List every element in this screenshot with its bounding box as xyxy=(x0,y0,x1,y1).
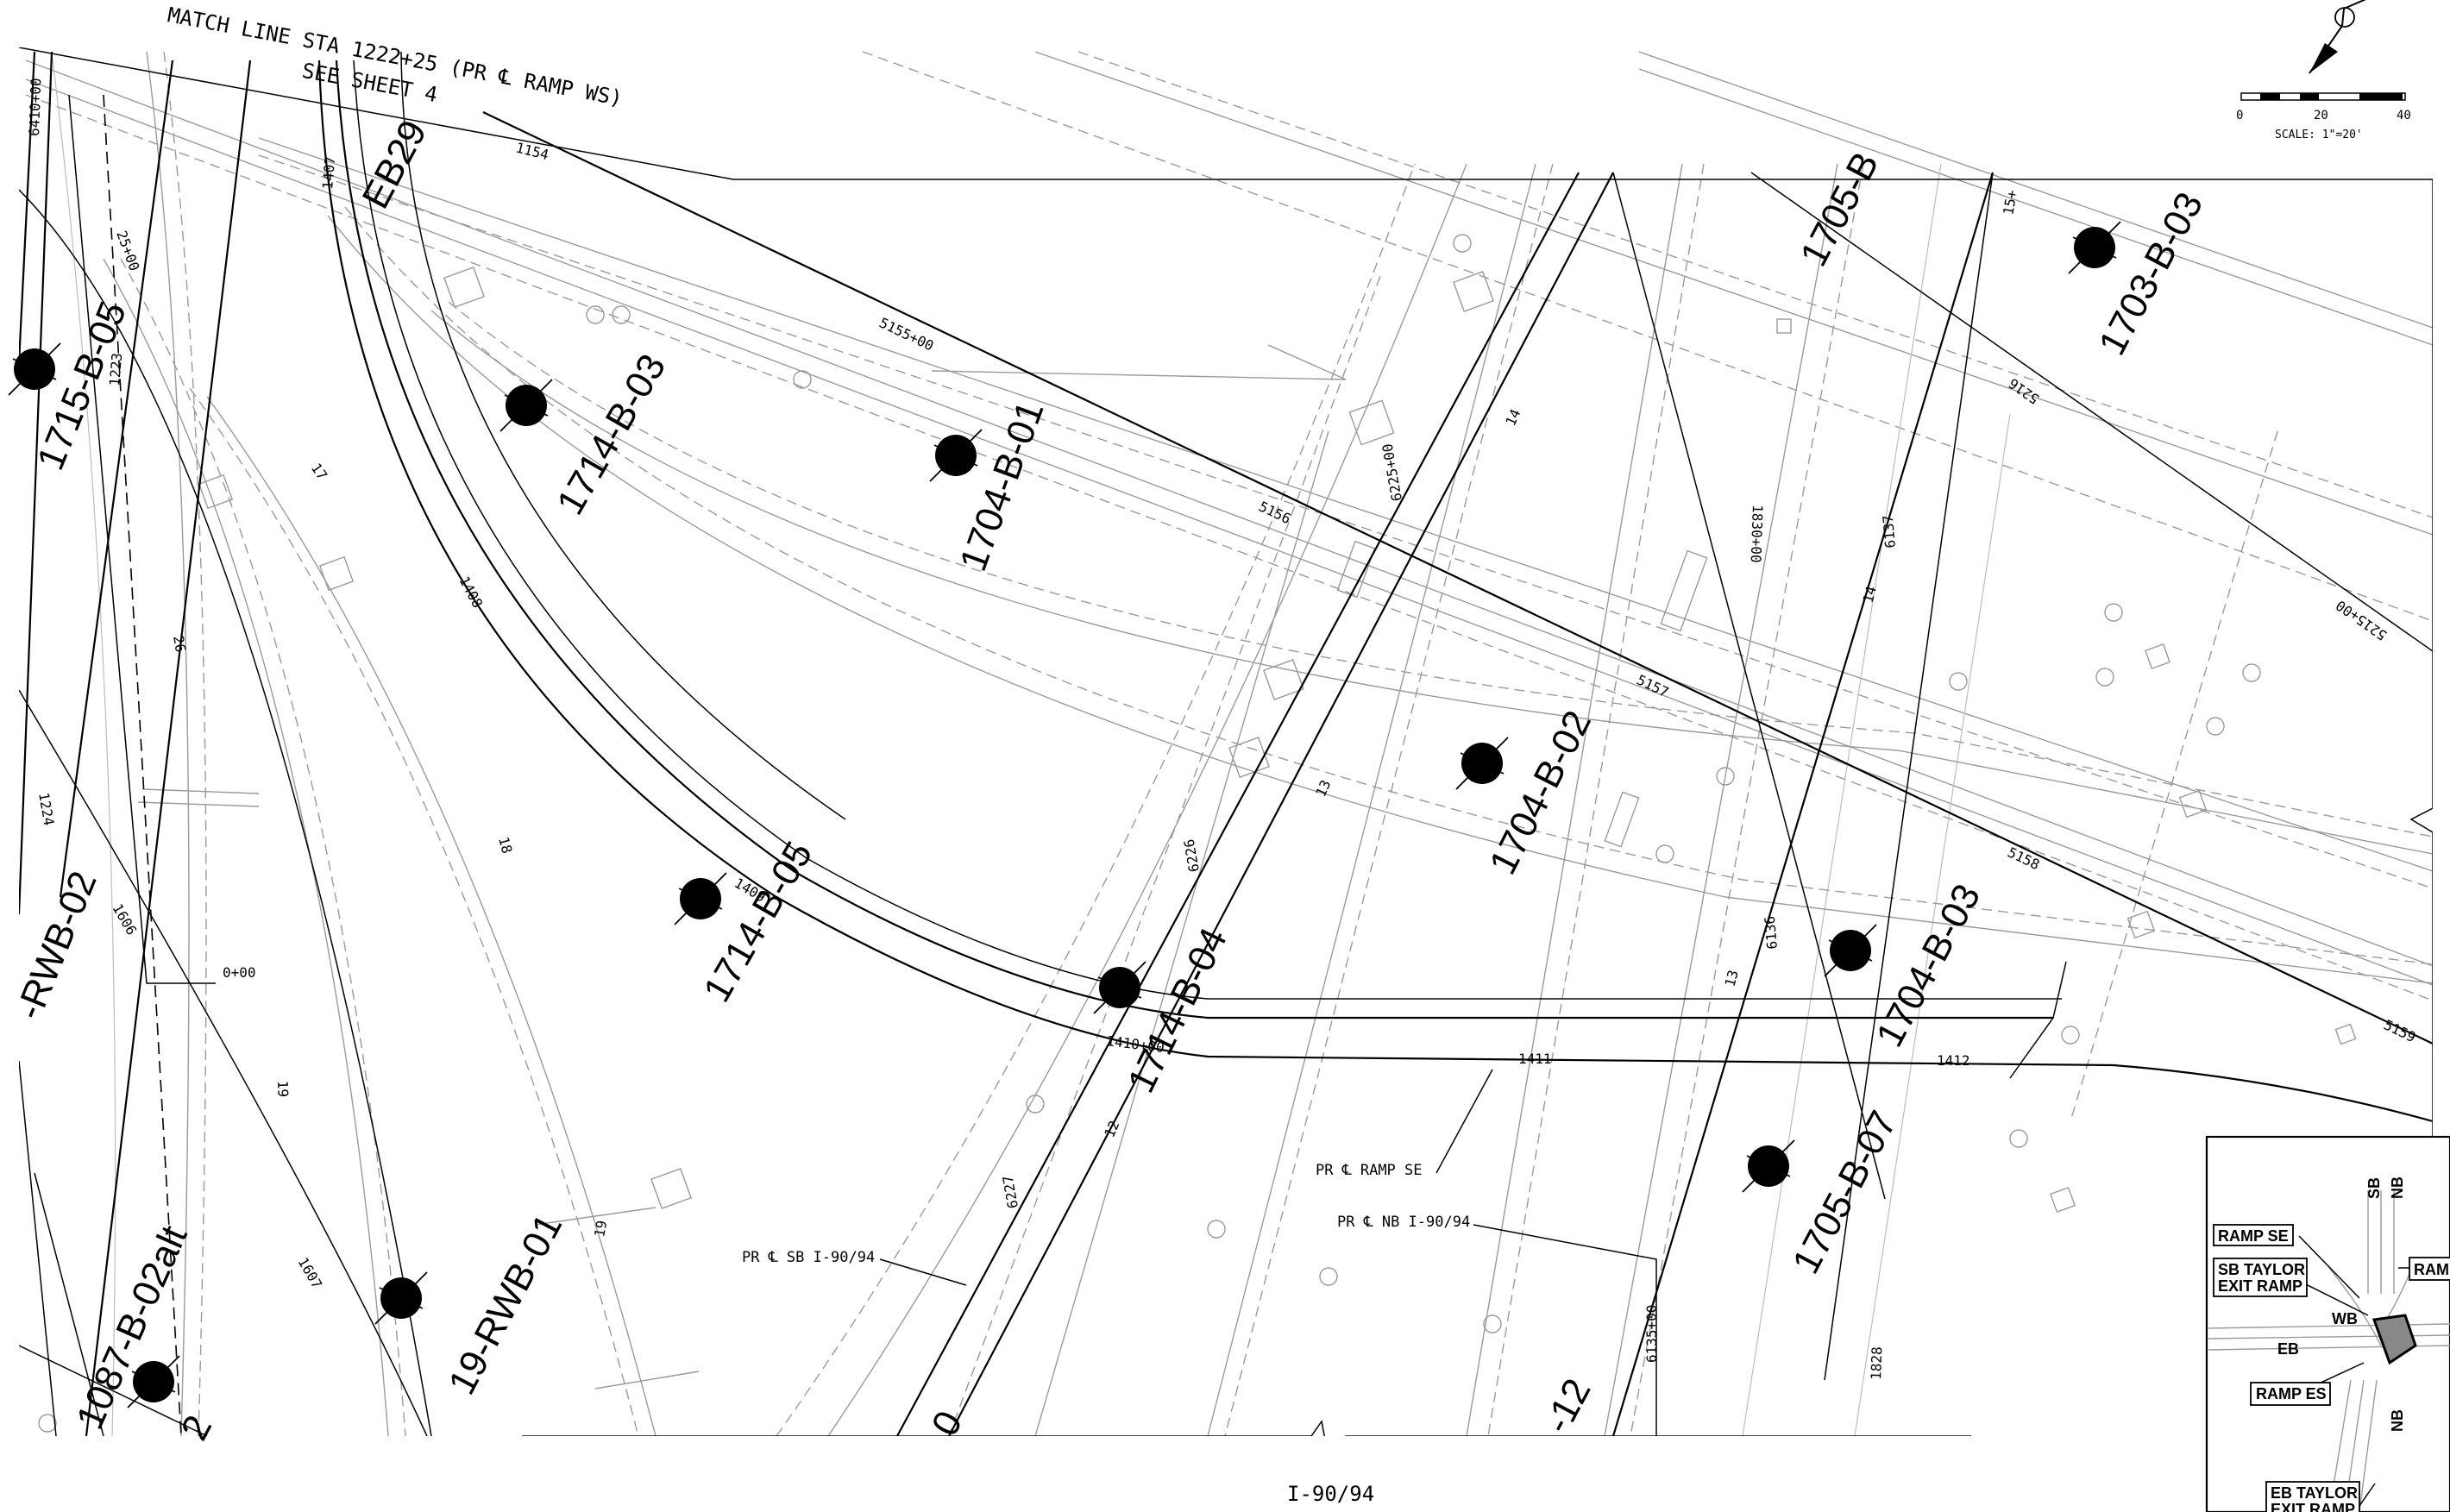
sta-1828: 1828 xyxy=(1868,1346,1885,1380)
match-line-note: MATCH LINE STA 1222+25 (PR ℄ RAMP WS) SE… xyxy=(166,3,625,110)
sta-17: 17 xyxy=(308,460,331,483)
sta-1607: 1607 xyxy=(295,1255,326,1292)
sta-12: 12 xyxy=(1101,1118,1122,1139)
inset-sb-taylor: SB TAYLOR xyxy=(2218,1261,2305,1278)
boring-19-rwb-01: 19-RWB-01 xyxy=(374,1207,571,1402)
boring-label: 1714-B-05 xyxy=(695,835,820,1009)
boring-dot xyxy=(935,435,977,476)
sta-15: 15+ xyxy=(2000,189,2020,216)
north-arrow-icon xyxy=(2309,0,2366,74)
scale-bar: 0 20 40 SCALE: 1"=20' xyxy=(2236,92,2411,141)
boring-1704-b-03: 1704-B-03 xyxy=(1824,877,1989,1054)
b1705-label-partial: 1705-B xyxy=(1793,145,1888,273)
sta-1606: 1606 xyxy=(110,901,141,938)
inset-sb: SB xyxy=(2365,1177,2383,1199)
sta-1412: 1412 xyxy=(1937,1052,1970,1069)
boring-dot xyxy=(14,348,55,390)
label-2-partial: 2 xyxy=(173,1408,221,1447)
boring-1087-b-02alt: 1087-B-02alt xyxy=(68,1220,195,1435)
boring-1705-b-07: 1705-B-07 xyxy=(1742,1104,1906,1281)
boring-dot xyxy=(506,385,547,426)
callout-nb-i9094: PR ℄ NB I-90/94 xyxy=(1337,1214,1470,1231)
inset-eb-exit: EXIT RAMP xyxy=(2271,1501,2355,1512)
inset-ramp-partial: RAMP xyxy=(2414,1261,2450,1278)
sta-1830: 1830+00 xyxy=(1748,505,1766,563)
sta-19b: 19 xyxy=(591,1219,610,1238)
boring-label: 1705-B-07 xyxy=(1785,1104,1906,1280)
boring-label: 1703-B-03 xyxy=(2091,185,2212,361)
sta-6137: 6137 xyxy=(1880,514,1899,549)
sta-0: 0+00 xyxy=(223,964,256,981)
inset-wb: WB xyxy=(2332,1310,2358,1327)
scale-label: SCALE: 1"=20' xyxy=(2275,129,2363,141)
sta-1407: 1407 xyxy=(319,155,338,190)
sta-6227: 6227 xyxy=(1000,1174,1021,1209)
sta-1223: 1223 xyxy=(106,352,125,386)
sta-6410: 6410+00 xyxy=(26,78,44,136)
roadway-label: I-90/94 xyxy=(1287,1482,1374,1506)
inset-ramp-se: RAMP SE xyxy=(2218,1227,2289,1245)
boring-dot xyxy=(1748,1145,1789,1187)
rwb02-label-partial: -RWB-02 xyxy=(8,865,105,1025)
boring-label: 1704-B-02 xyxy=(1481,704,1599,881)
inset-eb-taylor: EB TAYLOR xyxy=(2271,1484,2358,1502)
boring-label: 1704-B-01 xyxy=(952,396,1052,577)
sta-5159: 5159 xyxy=(2381,1016,2418,1045)
sta-6226: 6226 xyxy=(1181,838,1203,873)
boring-dot xyxy=(133,1361,174,1402)
sta-26: 26 xyxy=(170,634,189,653)
sta-6136: 6136 xyxy=(1762,915,1781,950)
boring-1704-b-02: 1704-B-02 xyxy=(1455,704,1599,881)
boring-label: 1704-B-03 xyxy=(1869,877,1989,1053)
label-12-partial: -12 xyxy=(1536,1372,1599,1440)
boring-label: 19-RWB-01 xyxy=(441,1207,571,1401)
eb-label-partial: EB29 xyxy=(355,114,436,216)
sta-6135: 6135+00 xyxy=(1643,1305,1660,1363)
sta-14b: 14 xyxy=(1860,585,1880,605)
sta-5215: 5215+00 xyxy=(2333,597,2390,643)
sta-5216: 5216 xyxy=(2006,375,2042,408)
sta-5155: 5155+00 xyxy=(876,314,936,354)
sta-6225: 6225+00 xyxy=(1379,442,1405,503)
sta-13b: 13 xyxy=(1722,969,1742,989)
boring-1704-b-01: 1704-B-01 xyxy=(929,396,1052,577)
boring-1714-b-05: 1714-B-05 xyxy=(674,835,820,1009)
boring-dot xyxy=(680,878,721,919)
key-map-inset: RAMP SE SB TAYLOR EXIT RAMP RAMP WB EB S… xyxy=(2205,1135,2450,1512)
design-linework xyxy=(19,47,2433,1436)
sta-25: 25+00 xyxy=(113,229,142,273)
callouts: PR ℄ RAMP SE PR ℄ NB I-90/94 PR ℄ SB I-9… xyxy=(742,1162,1470,1266)
boring-dot xyxy=(1461,743,1503,784)
boring-dot xyxy=(2074,227,2115,268)
sta-5157: 5157 xyxy=(1634,671,1671,700)
sta-1411: 1411 xyxy=(1518,1051,1552,1067)
boring-1714-b-04: 1714-B-04 xyxy=(1093,921,1235,1099)
boring-dot xyxy=(1830,930,1871,971)
inset-eb: EB xyxy=(2277,1340,2299,1358)
callout-sb-i9094: PR ℄ SB I-90/94 xyxy=(742,1249,875,1266)
boring-dot xyxy=(380,1277,422,1319)
sta-1408: 1408 xyxy=(455,574,486,611)
boring-label: 1714-B-03 xyxy=(549,348,674,522)
sta-18: 18 xyxy=(495,835,515,856)
sta-14: 14 xyxy=(1502,406,1523,428)
scale-tick-20: 20 xyxy=(2314,109,2328,122)
inset-nb2: NB xyxy=(2389,1409,2406,1432)
inset-nb: NB xyxy=(2389,1176,2406,1199)
sta-19: 19 xyxy=(274,1080,292,1097)
sta-1154: 1154 xyxy=(514,139,550,163)
scale-tick-0: 0 xyxy=(2236,109,2243,122)
scale-tick-40: 40 xyxy=(2397,109,2411,122)
sta-1224: 1224 xyxy=(35,791,57,826)
callout-ramp-se: PR ℄ RAMP SE xyxy=(1316,1162,1423,1179)
boring-1703-b-03: 1703-B-03 xyxy=(2068,185,2212,362)
inset-sb-exit: EXIT RAMP xyxy=(2218,1277,2302,1295)
boring-dot xyxy=(1099,967,1140,1008)
inset-ramp-es: RAMP ES xyxy=(2256,1385,2327,1402)
background-linework xyxy=(25,51,2433,1436)
